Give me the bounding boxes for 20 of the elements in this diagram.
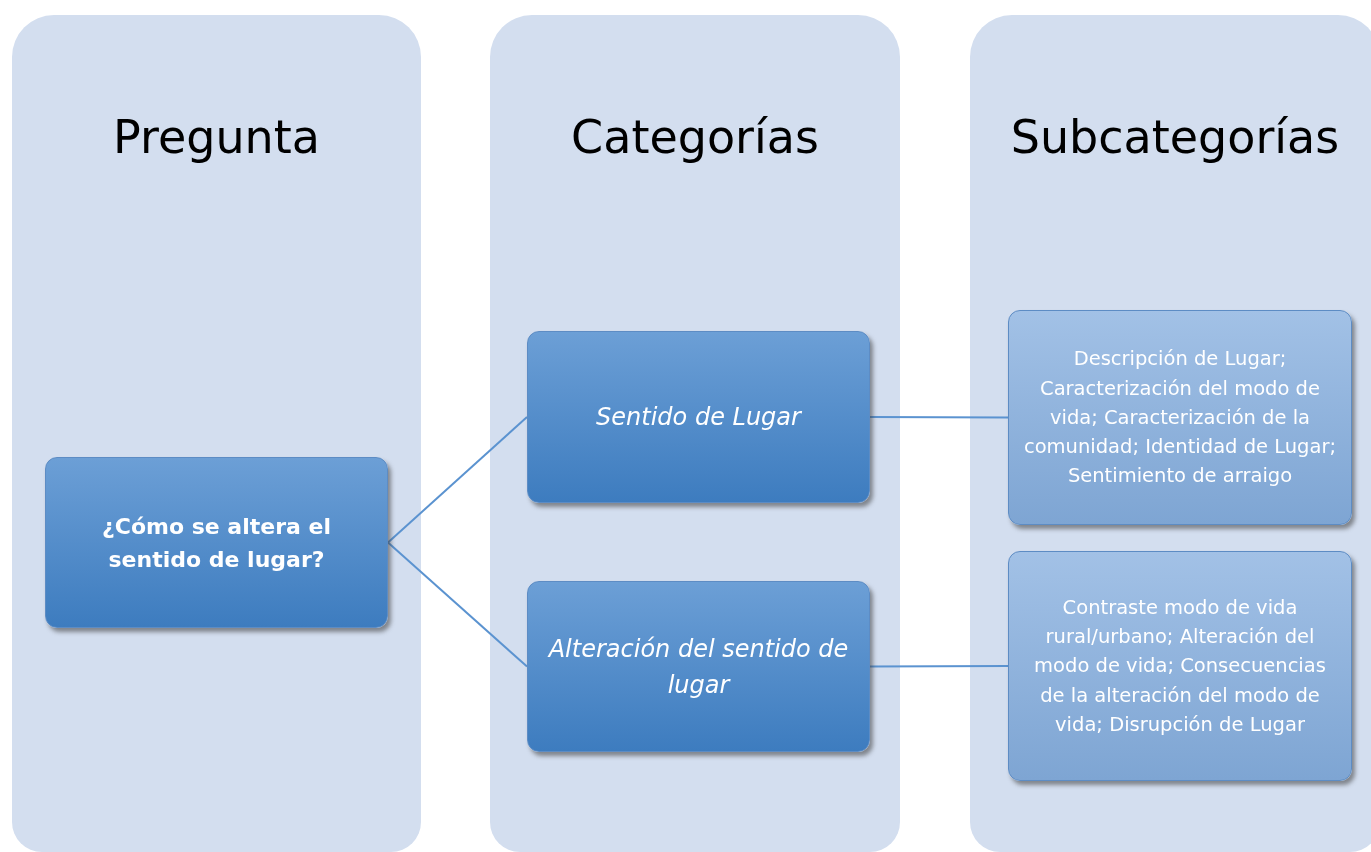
column-panel	[490, 15, 900, 852]
category-box	[45, 457, 388, 628]
column-heading: Categorías	[570, 110, 820, 164]
column-heading: Subcategorías	[1009, 110, 1341, 164]
box-text: Descripción de Lugar; Caracterización del modo de vida; Caracterización de la comunidad; Identidad de Lugar; Sentimiento de arraigo	[1022, 346, 1338, 490]
connector-line	[869, 665, 1009, 668]
category-box	[527, 331, 870, 503]
connector-line	[387, 416, 528, 544]
column-panel	[12, 15, 421, 852]
connector-line	[869, 416, 1009, 419]
column-panel	[970, 15, 1371, 852]
box-text: Contraste modo de vida rural/urbano; Alteración del modo de vida; Consecuencias de la alteración del modo de vida; Disrupción de Lugar	[1033, 594, 1327, 738]
box-text: Alteración del sentido de lugar	[546, 633, 850, 701]
category-box	[527, 581, 870, 752]
subcategory-box	[1008, 551, 1352, 781]
column-heading: Pregunta	[112, 110, 321, 164]
box-text: ¿Cómo se altera el sentido de lugar?	[100, 512, 332, 574]
box-text: Sentido de Lugar	[596, 402, 801, 433]
subcategory-box	[1008, 310, 1352, 525]
connector-line	[387, 541, 528, 668]
